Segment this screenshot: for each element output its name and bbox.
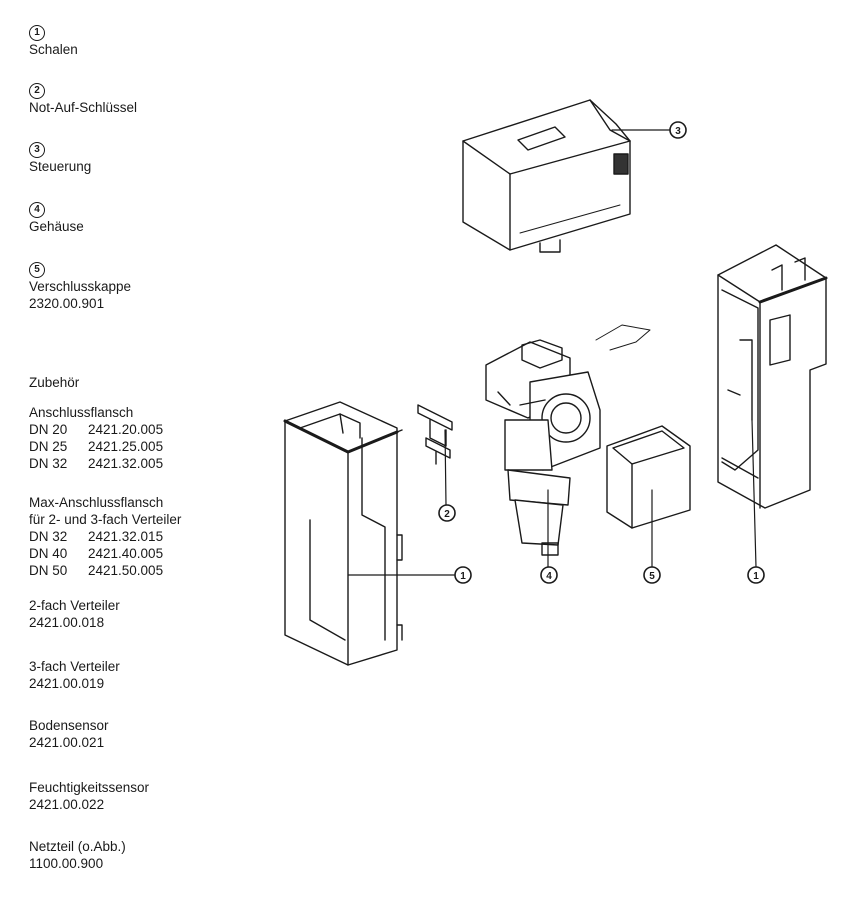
callout-lines xyxy=(347,129,757,576)
legend-number-5: 5 xyxy=(29,262,45,278)
callout-1-right: 1 xyxy=(747,566,765,584)
accessory-label: Feuchtigkeitssensor xyxy=(29,780,150,795)
callout-1-left-label: 1 xyxy=(460,571,466,582)
accessory-label: Bodensensor xyxy=(29,718,109,733)
callout-3: 3 xyxy=(669,121,687,139)
accessory-code: 2421.00.019 xyxy=(29,676,105,691)
accessory-code: 1100.00.900 xyxy=(29,856,104,871)
max-flange-subtitle: für 2- und 3-fach Verteiler xyxy=(29,512,182,527)
legend-item-5: 5 Verschlusskappe 2320.00.901 xyxy=(29,259,131,312)
clip-wire-part xyxy=(595,324,651,351)
callout-1-left: 1 xyxy=(454,566,472,584)
legend-label-4: Gehäuse xyxy=(29,219,84,234)
legend-label-5: Verschlusskappe xyxy=(29,279,132,294)
emergency-key-part xyxy=(417,404,453,465)
accessory-code: 2421.00.018 xyxy=(29,615,105,630)
callout-5: 5 xyxy=(643,566,661,584)
legend-item-1: 1 Schalen xyxy=(29,22,78,58)
accessory-label: 2-fach Verteiler xyxy=(29,598,120,613)
callout-2-label: 2 xyxy=(444,509,450,520)
legend-number-4: 4 xyxy=(29,202,45,218)
accessory-item: Netzteil (o.Abb.) 1100.00.900 xyxy=(29,838,126,872)
max-flange-title: Max-Anschlussflansch xyxy=(29,495,164,510)
accessory-code: 2421.00.022 xyxy=(29,797,105,812)
callout-2: 2 xyxy=(438,504,456,522)
accessory-item: 3-fach Verteiler 2421.00.019 xyxy=(29,658,120,692)
callout-4: 4 xyxy=(540,566,558,584)
control-unit-part xyxy=(462,99,631,253)
accessory-label: Netzteil (o.Abb.) xyxy=(29,839,126,854)
legend-number-1: 1 xyxy=(29,25,45,41)
accessory-code: 2421.00.021 xyxy=(29,735,105,750)
accessory-item: 2-fach Verteiler 2421.00.018 xyxy=(29,597,120,631)
legend-label-1: Schalen xyxy=(29,42,78,57)
legend-item-3: 3 Steuerung xyxy=(29,139,91,175)
flange-title: Anschlussflansch xyxy=(29,405,134,420)
callout-1-right-label: 1 xyxy=(753,571,759,582)
legend-code-5: 2320.00.901 xyxy=(29,296,105,311)
legend-number-3: 3 xyxy=(29,142,45,158)
cover-cap-part xyxy=(606,425,691,529)
accessory-label: 3-fach Verteiler xyxy=(29,659,120,674)
callout-4-label: 4 xyxy=(546,571,552,582)
callout-5-label: 5 xyxy=(649,571,655,582)
legend-label-2: Not-Auf-Schlüssel xyxy=(29,100,138,115)
valve-housing-part xyxy=(485,339,601,556)
legend-label-3: Steuerung xyxy=(29,159,92,174)
legend-item-2: 2 Not-Auf-Schlüssel xyxy=(29,80,137,116)
max-flange-group: Max-Anschlussflansch für 2- und 3-fach V… xyxy=(29,494,181,579)
shell-left-part xyxy=(283,401,403,666)
accessories-heading: Zubehör xyxy=(29,375,80,390)
accessory-item: Feuchtigkeitssensor 2421.00.022 xyxy=(29,779,149,813)
callout-3-label: 3 xyxy=(675,126,681,137)
legend-number-2: 2 xyxy=(29,83,45,99)
accessory-item: Bodensensor 2421.00.021 xyxy=(29,717,109,751)
legend-item-4: 4 Gehäuse xyxy=(29,199,84,235)
shell-right-part xyxy=(717,244,828,509)
